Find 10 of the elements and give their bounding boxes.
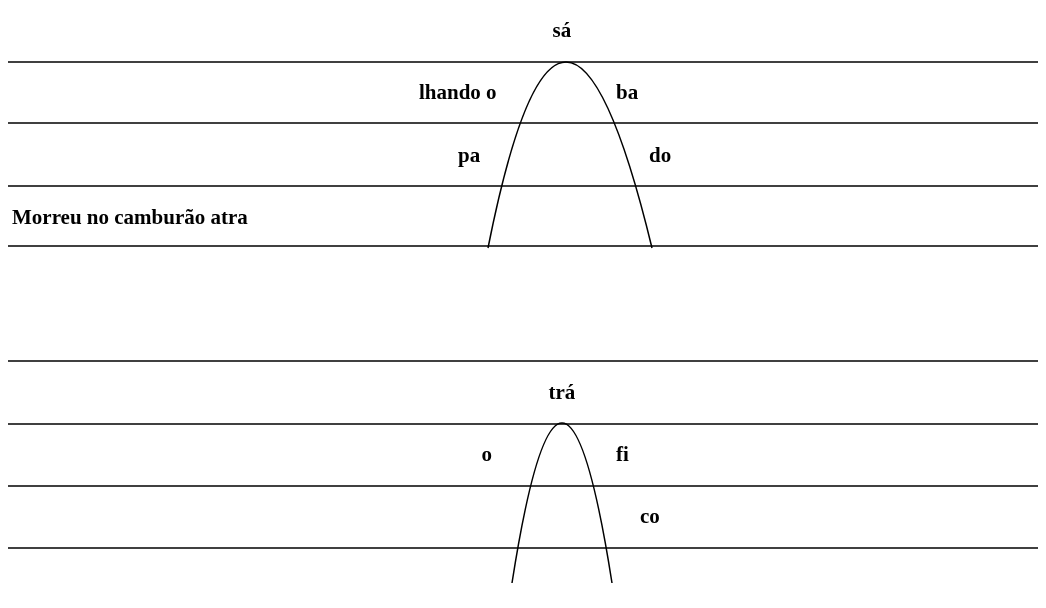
syllable-text: lhando o [419, 80, 497, 104]
syllable-text: o [481, 442, 492, 466]
syllable-text: do [649, 143, 672, 167]
syllable-text: pa [458, 143, 481, 167]
syllable-text: sá [552, 18, 572, 42]
syllable-text: ba [616, 80, 639, 104]
syllable-text: fi [616, 442, 629, 466]
syllable-text: trá [548, 380, 576, 404]
syllable-text: co [640, 504, 660, 528]
syllable-text: Morreu no camburão atra [12, 205, 248, 229]
